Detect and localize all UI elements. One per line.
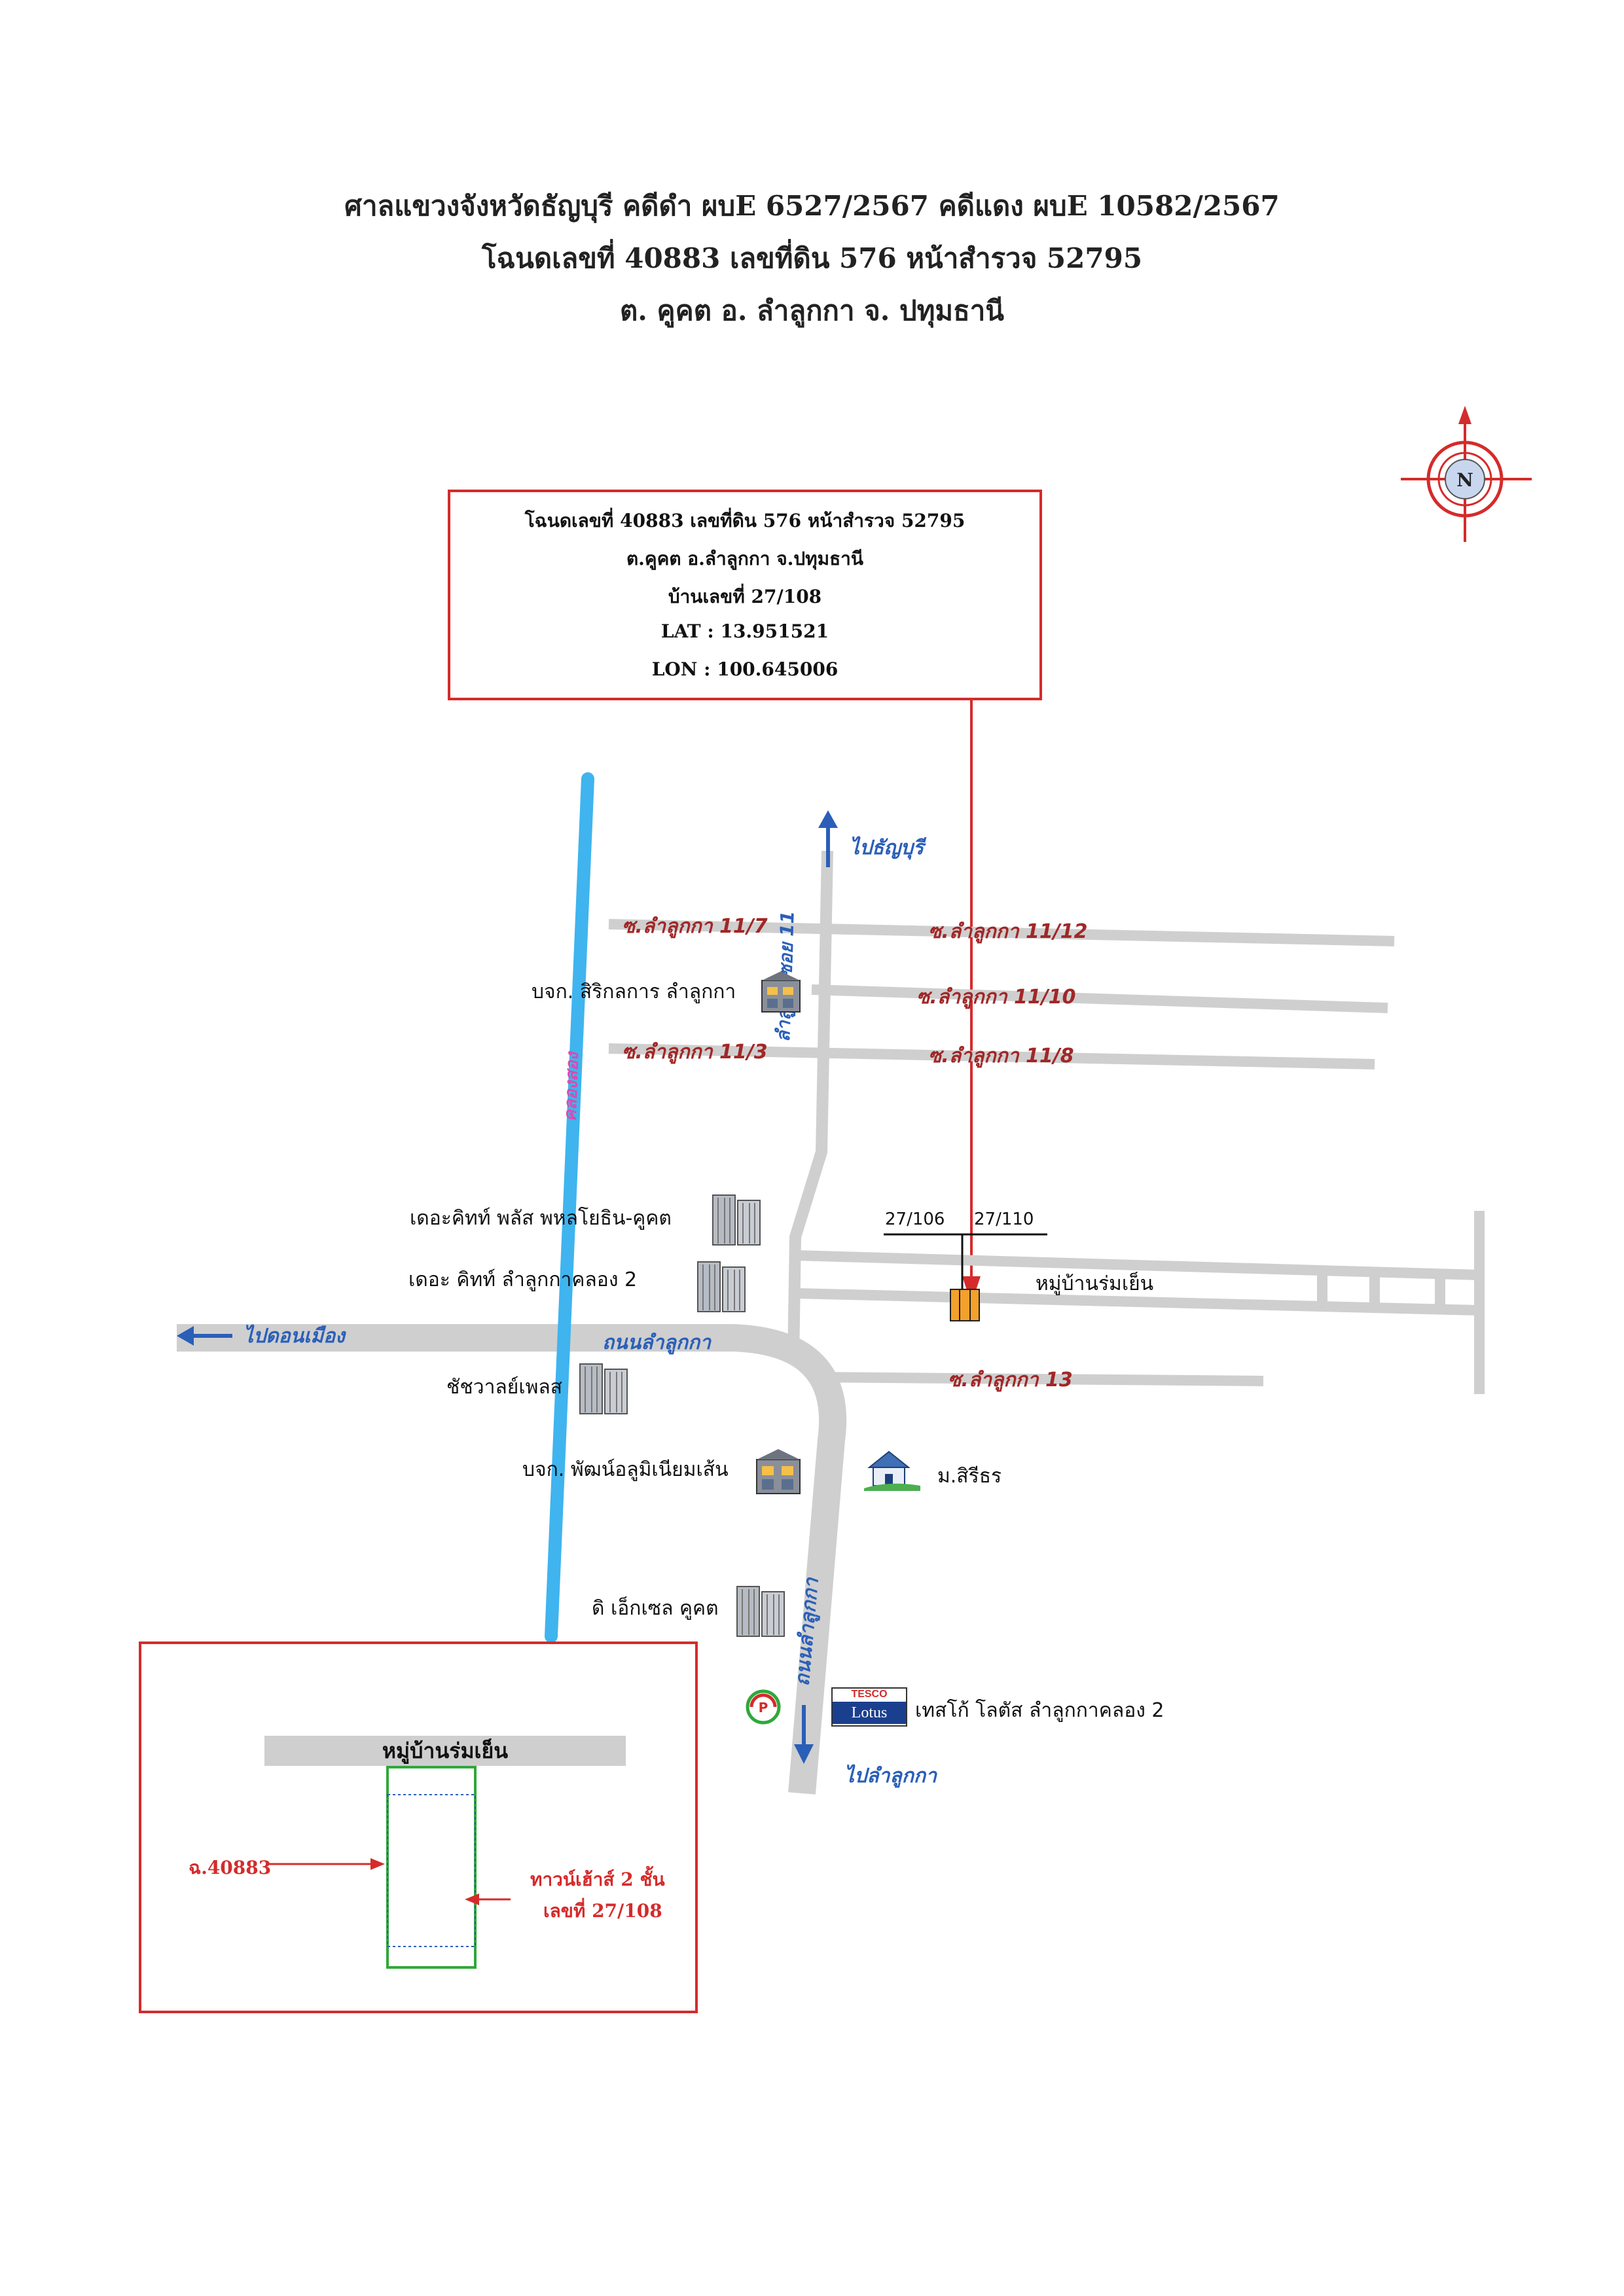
direction-west-label: ไปดอนเมือง [244,1325,345,1348]
road-label-soi-11-7: ซ.ลำลูกกา 11/7 [622,915,768,938]
lamlukka-soi-11-road [787,850,833,1362]
inset-plot [386,1766,477,1969]
house-number-bracket [884,1233,1047,1289]
place-label-village: หมู่บ้านร่มเย็น [1036,1272,1154,1295]
inset-arrow-house [465,1893,511,1905]
direction-north-label: ไปธัญบุรี [850,836,924,859]
building-icon-chatchawan [579,1363,628,1414]
place-label-siritorn: ม.สิรีธร [937,1465,1002,1488]
road-label-soi-11-8: ซ.ลำลูกกา 11/8 [928,1045,1074,1067]
infobox-lon: LON : 100.645006 [651,658,839,680]
arrow-north-icon [818,810,838,867]
compass-icon: N [1401,406,1532,542]
place-label-phat: บจก. พัฒน์อลูมิเนียมเส้น [522,1458,729,1481]
road-label-soi-11-12: ซ.ลำลูกกา 11/12 [928,920,1088,943]
inset-deed-label: ฉ.40883 [189,1857,272,1878]
infobox-location: ต.คูคต อ.ลำลูกกา จ.ปทุมธานี [626,548,864,569]
place-label-kit-lamlukka: เดอะ คิทท์ ลำลูกกาคลอง 2 [408,1268,638,1291]
arrow-west-icon [177,1326,232,1346]
inset-arrow-deed [268,1858,385,1870]
inset-road [264,1736,626,1766]
header-title-court: ศาลแขวงจังหวัดธัญบุรี คดีดำ ผบE 6527/256… [344,190,1280,222]
soi-roads-north [608,919,1395,1069]
header-title-location: ต. คูคต อ. ลำลูกกา จ. ปทุมธานี [619,295,1004,327]
road-label-soi-13: ซ.ลำลูกกา 13 [948,1369,1073,1391]
header-title-deed: โฉนดเลขที่ 40883 เลขที่ดิน 576 หน้าสำรวจ… [481,242,1143,274]
house-label-27-110: 27/110 [974,1210,1034,1229]
place-label-tesco: เทสโก้ โลตัส ลำลูกกาคลอง 2 [915,1699,1164,1722]
arrow-south-icon [794,1705,814,1764]
canal-label: คลองสอง [560,1052,583,1122]
inset-house-no-label: เลขที่ 27/108 [543,1900,662,1922]
road-label-soi-11-10: ซ.ลำลูกกา 11/10 [916,986,1076,1009]
inset-townhouse-label: ทาวน์เฮ้าส์ 2 ชั้น [530,1869,665,1890]
inset-title: หมู่บ้านร่มเย็น [382,1738,509,1763]
infobox-deed: โฉนดเลขที่ 40883 เลขที่ดิน 576 หน้าสำรวจ… [524,510,965,531]
place-label-sirikol: บจก. สิริกลการ ลำลูกกา [532,980,736,1003]
house-label-27-106: 27/106 [885,1210,945,1229]
place-label-excel: ดิ เอ็กเซล คูคต [592,1597,719,1620]
compass-label: N [1456,469,1473,491]
tesco-logo-top: TESCO [833,1689,906,1702]
building-icon-kit-plus [712,1194,761,1246]
building-icon-excel [736,1586,785,1637]
village-roads [795,1211,1485,1394]
inset-frame [139,1641,698,2013]
inset-plot-dotted [387,1794,476,1947]
tesco-logo-bottom: Lotus [833,1702,906,1724]
svg-text:P: P [759,1700,768,1715]
place-label-kit-plus: เดอะคิทท์ พลัส พหลโยธิน-คูคต [410,1207,672,1230]
infobox-lat: LAT : 13.951521 [660,620,829,642]
tesco-lotus-logo: TESCO Lotus [831,1687,907,1727]
factory-icon-phat [756,1449,801,1494]
plot-marker-icon [950,1289,980,1321]
place-label-chatchawan: ชัชวาลย์เพลส [446,1376,563,1399]
road-label-soi-11-3: ซ.ลำลูกกา 11/3 [622,1041,768,1064]
direction-south-label: ไปลำลูกกา [844,1765,937,1787]
building-icon-kit-lamlukka [697,1261,746,1312]
house-icon-siritorn [864,1450,920,1491]
factory-icon-sirikol [761,971,801,1013]
canal-line [545,772,594,1643]
deed-info-box: โฉนดเลขที่ 40883 เลขที่ดิน 576 หน้าสำรวจ… [448,490,1042,700]
infobox-house-no: บ้านเลขที่ 27/108 [668,586,822,607]
lamlukka-main-road [177,1324,847,1795]
pt-gas-station-icon: P [746,1689,781,1725]
road-label-main-road: ถนนลำลูกกา [602,1331,711,1354]
